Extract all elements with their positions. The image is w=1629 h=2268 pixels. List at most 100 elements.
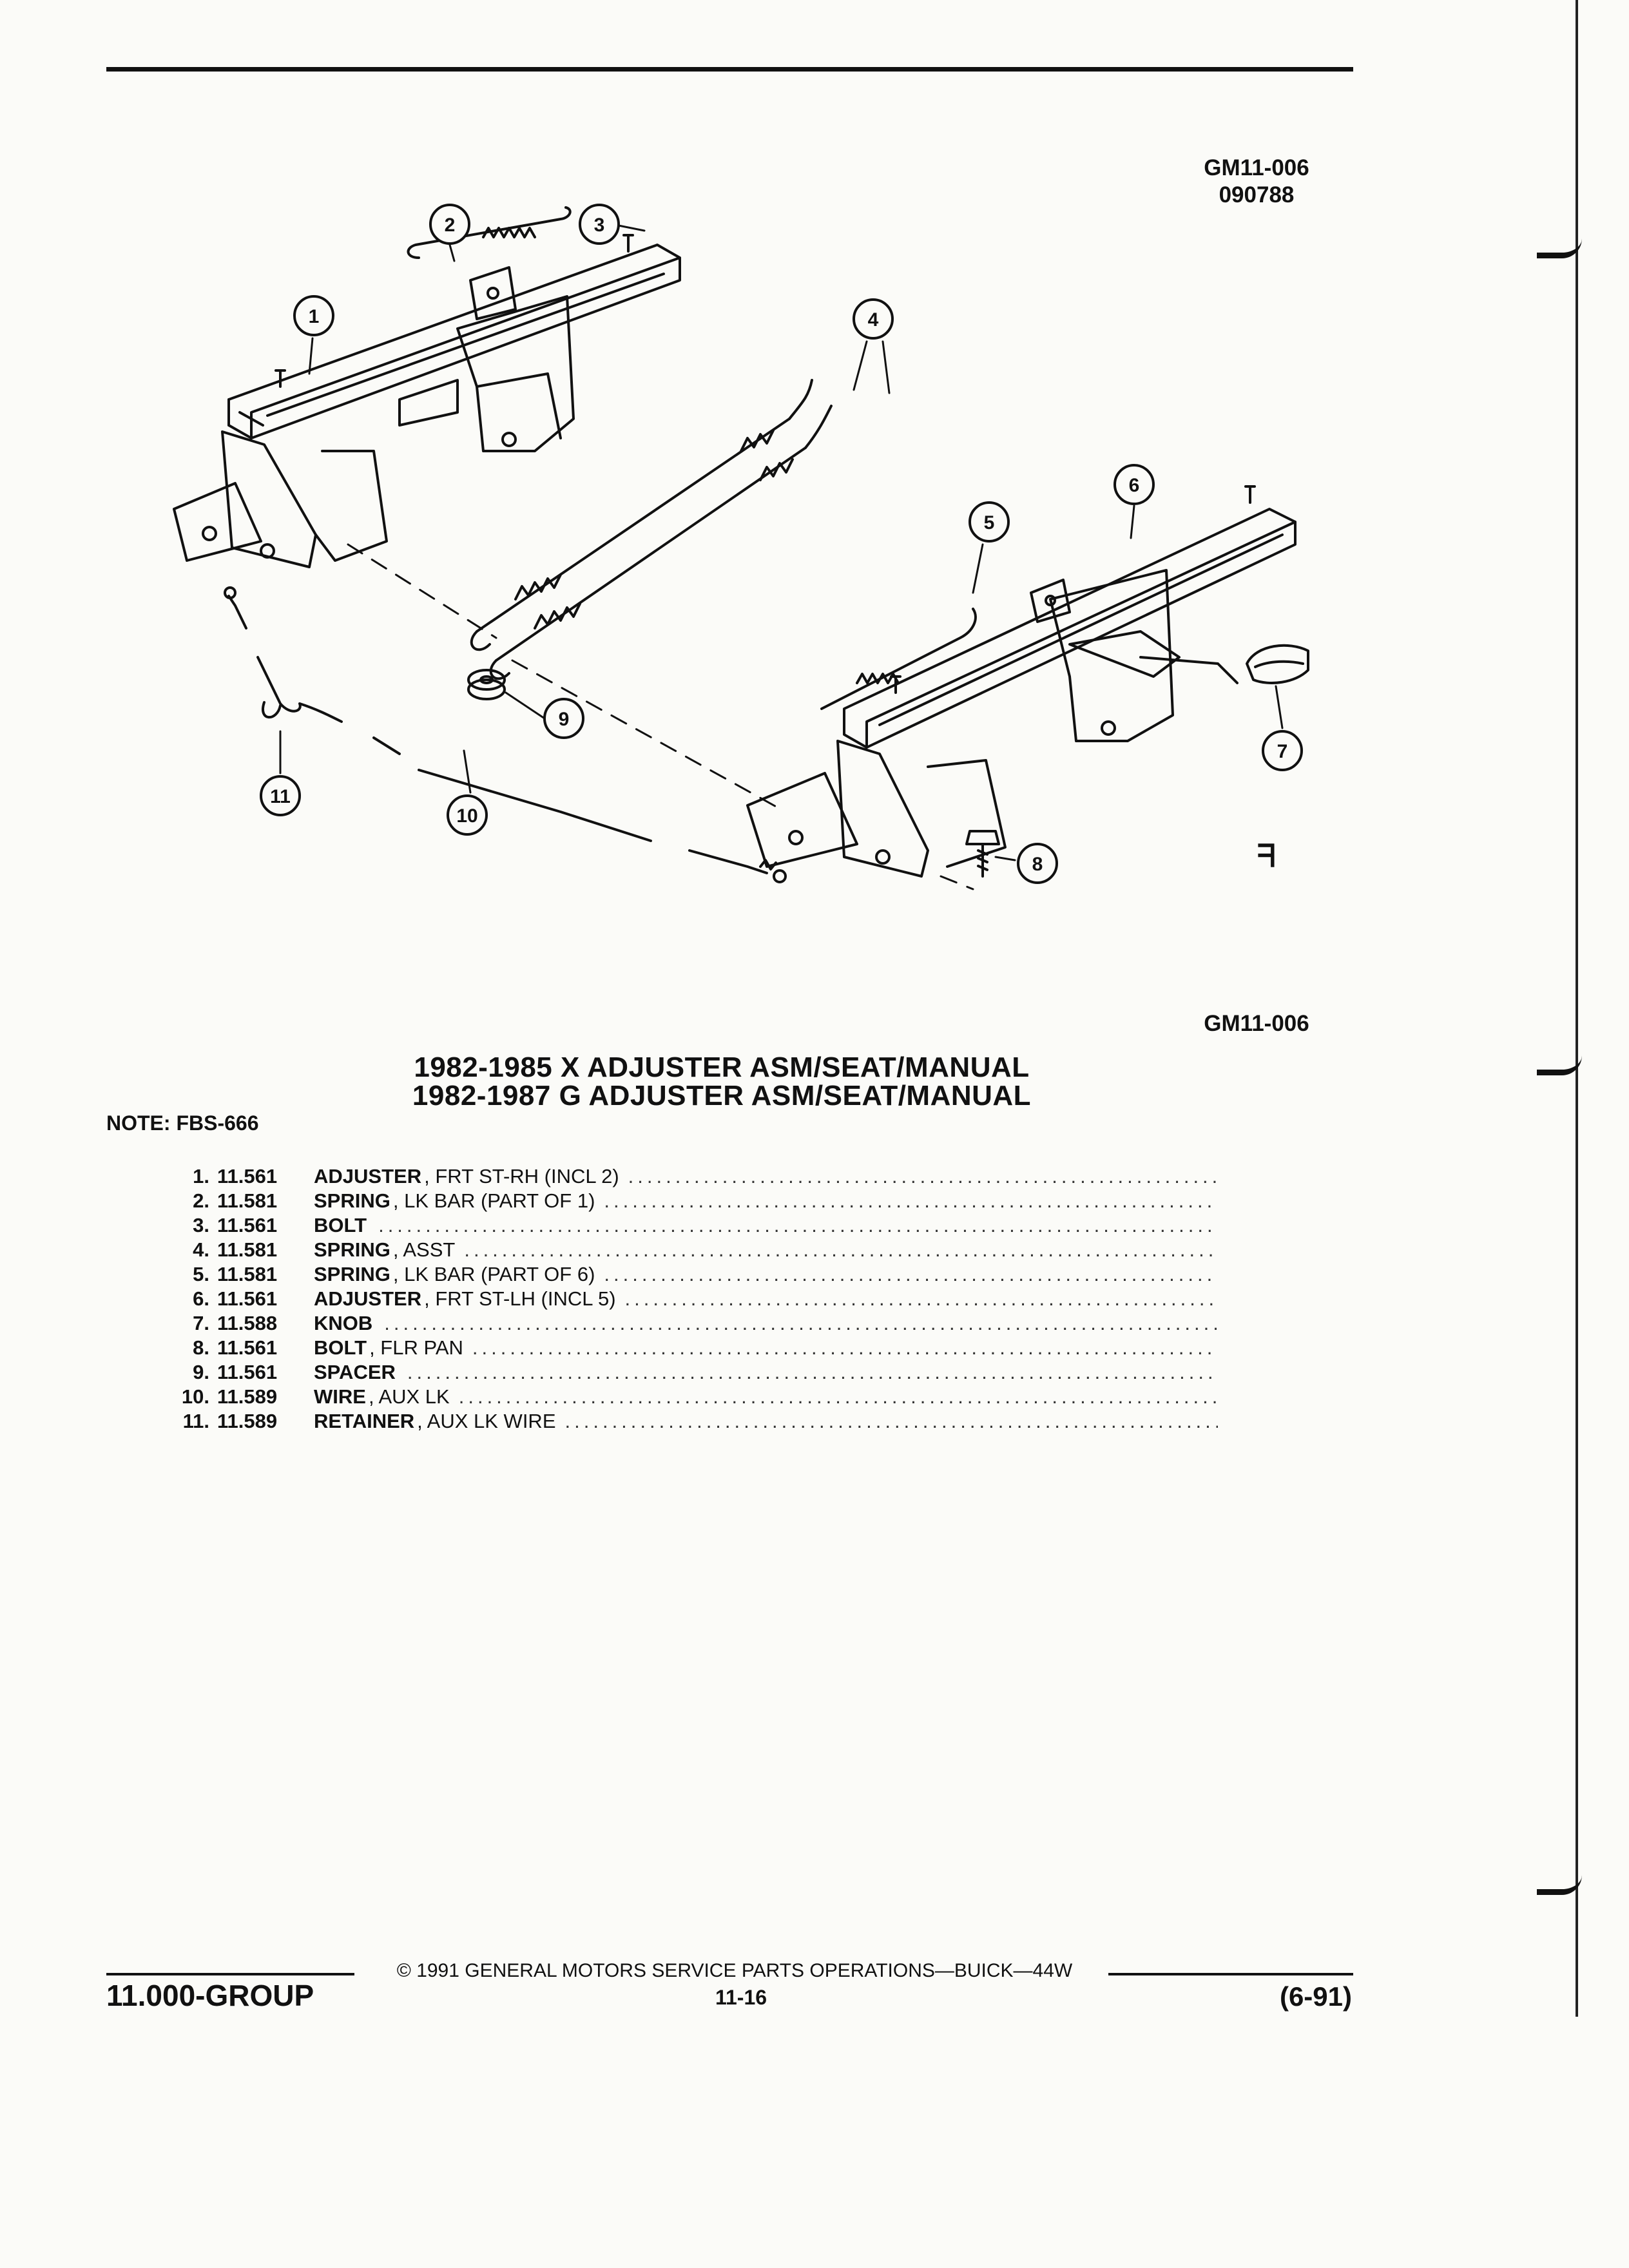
part-group-code: 11.581 bbox=[217, 1238, 278, 1261]
dot-leader bbox=[619, 1165, 1218, 1188]
svg-text:4: 4 bbox=[868, 309, 879, 331]
parts-list-row: 2. 11.581 SPRING, LK BAR (PART OF 1) bbox=[145, 1189, 1218, 1214]
part-group-code: 11.588 bbox=[217, 1312, 278, 1334]
part-number: 11. bbox=[182, 1410, 209, 1432]
parts-list-row: 4. 11.581 SPRING, ASST bbox=[145, 1238, 1218, 1263]
callout-4: 4 bbox=[853, 298, 894, 340]
callout-3: 3 bbox=[579, 204, 620, 245]
part-number: 7. bbox=[193, 1312, 209, 1334]
part-group-code: 11.561 bbox=[217, 1214, 278, 1236]
callout-5: 5 bbox=[969, 501, 1010, 543]
part-name: SPRING bbox=[314, 1263, 390, 1285]
part-description: , AUX LK bbox=[368, 1385, 450, 1408]
adjuster-lh-drawing bbox=[746, 485, 1296, 878]
title-line-1: 1982-1985 X ADJUSTER ASM/SEAT/MANUAL bbox=[414, 1052, 1030, 1083]
svg-text:9: 9 bbox=[559, 709, 570, 730]
spacer-drawing bbox=[467, 669, 506, 700]
part-group-code: 11.561 bbox=[217, 1336, 278, 1359]
aux-lock-wire-drawing bbox=[224, 586, 787, 883]
lk-bar-spring-rh-drawing bbox=[407, 206, 572, 259]
dot-leader bbox=[450, 1385, 1218, 1408]
part-name: SPACER bbox=[314, 1361, 396, 1383]
footer-rule-right bbox=[1108, 1973, 1353, 1975]
part-name: RETAINER bbox=[314, 1410, 415, 1432]
part-group-code: 11.561 bbox=[217, 1287, 278, 1310]
callout-1: 1 bbox=[293, 295, 334, 336]
parts-list: 1. 11.561 ADJUSTER, FRT ST-RH (INCL 2) 2. 11… bbox=[145, 1165, 1218, 1434]
binding-mark bbox=[1537, 1875, 1582, 1895]
part-description: , FRT ST-RH (INCL 2) bbox=[424, 1165, 619, 1187]
part-number: 8. bbox=[193, 1336, 209, 1359]
adjuster-rh-drawing bbox=[173, 234, 681, 568]
figure-mark: ᖷ bbox=[1257, 840, 1275, 874]
svg-text:1: 1 bbox=[309, 306, 320, 327]
figure-code-block: GM11-006 090788 bbox=[1179, 155, 1334, 209]
part-description: , LK BAR (PART OF 1) bbox=[392, 1189, 595, 1212]
footer-date: (6-91) bbox=[1279, 1981, 1352, 2012]
page-number: 11-16 bbox=[715, 1986, 767, 2009]
figure-date-code: 090788 bbox=[1219, 182, 1295, 207]
part-description: , FLR PAN bbox=[369, 1336, 463, 1359]
part-description: , LK BAR (PART OF 6) bbox=[392, 1263, 595, 1285]
footer-group: 11.000-GROUP bbox=[106, 1979, 314, 2012]
dot-leader bbox=[463, 1336, 1218, 1360]
lk-bar-spring-lh-drawing bbox=[820, 608, 977, 710]
exploded-view-diagram: 1 2 3 4 5 6 7 8 9 10 11 ᖷ bbox=[173, 204, 1309, 890]
parts-list-row: 3. 11.561 BOLT bbox=[145, 1214, 1218, 1238]
part-group-code: 11.581 bbox=[217, 1189, 278, 1212]
svg-text:2: 2 bbox=[445, 215, 456, 236]
assist-springs-drawing bbox=[470, 379, 833, 680]
part-group-code: 11.581 bbox=[217, 1263, 278, 1285]
callout-9: 9 bbox=[543, 698, 584, 739]
dot-leader bbox=[455, 1238, 1218, 1262]
dot-leader bbox=[595, 1189, 1218, 1213]
svg-text:11: 11 bbox=[270, 786, 291, 807]
page-title: 1982-1985 X ADJUSTER ASM/SEAT/MANUAL 198… bbox=[271, 1053, 1173, 1110]
dot-leader bbox=[595, 1263, 1218, 1286]
parts-list-row: 1. 11.561 ADJUSTER, FRT ST-RH (INCL 2) bbox=[145, 1165, 1218, 1189]
callout-6: 6 bbox=[1113, 464, 1155, 505]
part-group-code: 11.589 bbox=[217, 1385, 278, 1408]
binding-mark bbox=[1537, 238, 1582, 258]
part-number: 10. bbox=[181, 1385, 209, 1408]
parts-list-row: 11. 11.589 RETAINER, AUX LK WIRE bbox=[145, 1410, 1218, 1434]
parts-list-row: 7. 11.588 KNOB bbox=[145, 1312, 1218, 1336]
footer-copyright: © 1991 GENERAL MOTORS SERVICE PARTS OPER… bbox=[396, 1960, 1073, 1981]
part-number: 4. bbox=[193, 1238, 209, 1261]
part-name: BOLT bbox=[314, 1214, 367, 1236]
part-name: ADJUSTER bbox=[314, 1165, 422, 1187]
svg-text:5: 5 bbox=[984, 512, 995, 533]
svg-text:3: 3 bbox=[594, 215, 605, 236]
part-number: 1. bbox=[193, 1165, 209, 1187]
part-description: , FRT ST-LH (INCL 5) bbox=[424, 1287, 616, 1310]
dot-leader bbox=[556, 1410, 1219, 1433]
knob-drawing bbox=[1246, 644, 1309, 684]
dot-leader bbox=[369, 1214, 1218, 1237]
svg-text:10: 10 bbox=[456, 805, 477, 827]
part-group-code: 11.561 bbox=[217, 1165, 278, 1187]
part-number: 3. bbox=[193, 1214, 209, 1236]
figure-code-bottom: GM11-006 bbox=[1204, 1011, 1309, 1036]
binding-mark bbox=[1537, 1055, 1582, 1075]
callout-arrows bbox=[279, 224, 1284, 861]
dot-leader bbox=[398, 1361, 1218, 1384]
svg-text:8: 8 bbox=[1032, 854, 1043, 875]
part-group-code: 11.561 bbox=[217, 1361, 278, 1383]
part-description: , ASST bbox=[392, 1238, 456, 1261]
callout-2: 2 bbox=[429, 204, 470, 245]
part-name: WIRE bbox=[314, 1385, 366, 1408]
binding-edge bbox=[1576, 0, 1578, 2017]
part-name: SPRING bbox=[314, 1238, 390, 1261]
part-name: KNOB bbox=[314, 1312, 373, 1334]
top-rule bbox=[106, 67, 1353, 72]
part-description: , AUX LK WIRE bbox=[417, 1410, 556, 1432]
part-name: BOLT bbox=[314, 1336, 367, 1359]
svg-text:7: 7 bbox=[1277, 741, 1288, 762]
part-number: 2. bbox=[193, 1189, 209, 1212]
footer-rule-left bbox=[106, 1973, 354, 1975]
part-number: 5. bbox=[193, 1263, 209, 1285]
part-group-code: 11.589 bbox=[217, 1410, 278, 1432]
part-name: SPRING bbox=[314, 1189, 390, 1212]
